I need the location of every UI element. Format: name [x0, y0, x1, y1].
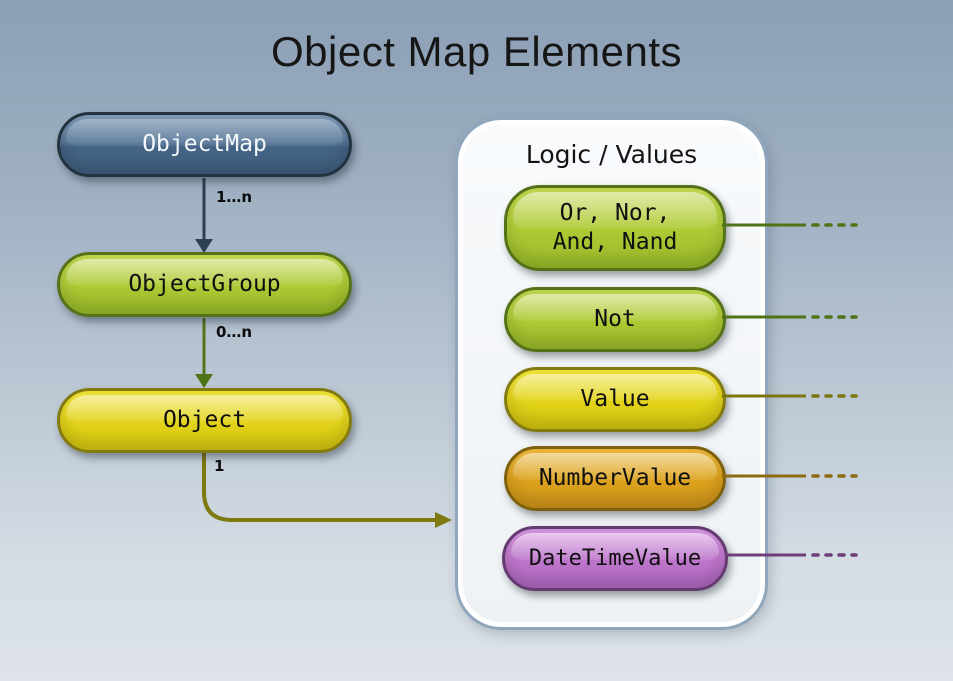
- diagram-title: Object Map Elements: [270, 28, 682, 75]
- node-label: ObjectGroup: [128, 271, 281, 298]
- arrowhead-right-icon: [435, 512, 452, 528]
- multiplicity-label-0n: 0…n: [216, 323, 253, 341]
- arrowhead-down-icon: [195, 374, 213, 388]
- node-objectgroup: ObjectGroup: [57, 252, 352, 317]
- node-label: Object: [162, 407, 247, 434]
- edge-object-logicvalues: [202, 453, 436, 522]
- node-datetimevalue: DateTimeValue: [502, 526, 728, 591]
- node-label: DateTimeValue: [528, 545, 702, 571]
- node-value: Value: [504, 367, 726, 432]
- node-label: NumberValue: [538, 465, 692, 492]
- node-label: Value: [580, 386, 650, 413]
- node-label: Not: [594, 306, 636, 333]
- node-label: ObjectMap: [142, 131, 267, 158]
- node-or-nor-and-nand: Or, Nor, And, Nand: [504, 185, 726, 271]
- node-numbervalue: NumberValue: [504, 446, 726, 511]
- panel-title: Logic / Values: [525, 140, 698, 169]
- node-label: Or, Nor, And, Nand: [552, 200, 678, 255]
- node-object: Object: [57, 388, 352, 453]
- multiplicity-label-1: 1: [214, 457, 225, 475]
- node-objectmap: ObjectMap: [57, 112, 352, 177]
- node-not: Not: [504, 287, 726, 352]
- multiplicity-label-1n: 1…n: [216, 188, 253, 206]
- arrowhead-down-icon: [195, 239, 213, 253]
- logic-values-panel: Logic / Values Or, Nor, And, Nand Not Va…: [455, 117, 768, 630]
